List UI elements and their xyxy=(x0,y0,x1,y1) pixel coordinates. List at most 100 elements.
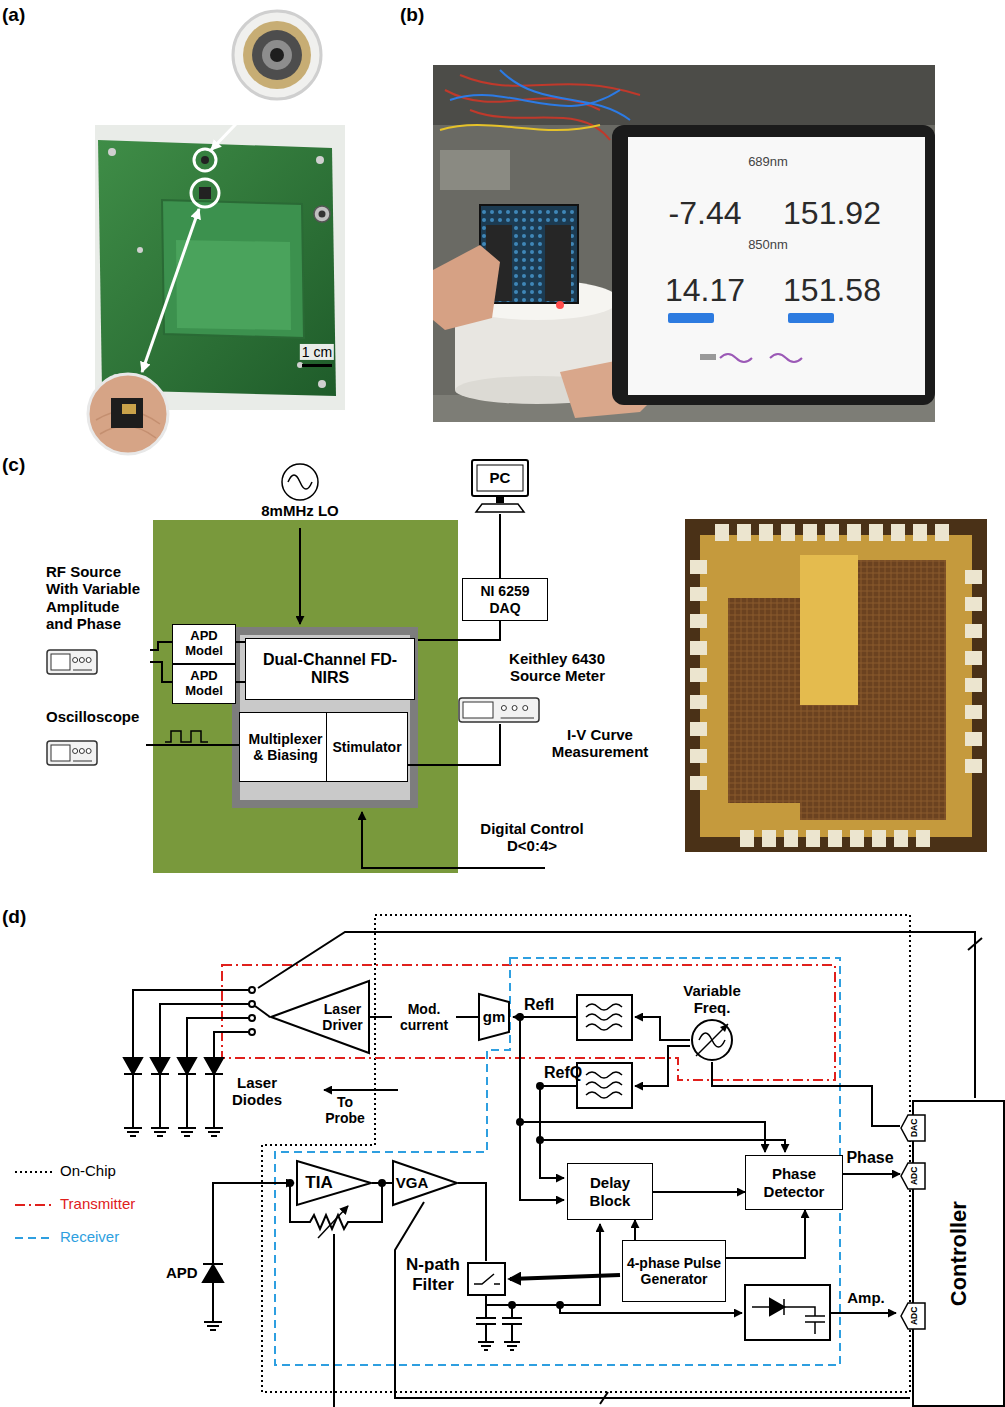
illustration-rect xyxy=(759,524,773,541)
illustration-rect xyxy=(737,524,751,541)
signal-label: To Probe xyxy=(320,1094,370,1126)
connector-line xyxy=(236,681,245,683)
illustration-path xyxy=(395,1202,910,1398)
lab-photo xyxy=(433,65,935,422)
instrument-body xyxy=(459,698,539,722)
illustration-rect xyxy=(825,524,839,541)
illustration-rect xyxy=(847,524,861,541)
illustration-rect xyxy=(850,830,864,847)
illustration-circle xyxy=(262,40,292,70)
model-box: APD Model xyxy=(172,664,236,704)
controller-box: ControllerDACADCADC xyxy=(912,1100,1005,1407)
oscillator: Variable Freq. xyxy=(670,976,754,1062)
illustration-rect xyxy=(965,759,982,773)
instrument-screen xyxy=(463,702,493,718)
node-label: RF Source With Variable Amplitude and Ph… xyxy=(46,563,150,632)
illustration-rect xyxy=(965,705,982,719)
illustration-rect xyxy=(715,524,729,541)
process-box: 4-phase Pulse Generator xyxy=(622,1240,726,1302)
node-label: Delay Block xyxy=(570,1174,650,1209)
illustration-line xyxy=(968,938,982,950)
scale-bar-label: 1 cm xyxy=(300,344,334,360)
process-box: Stimulator xyxy=(326,712,408,782)
connector-line xyxy=(146,744,239,746)
illustration-rect xyxy=(668,313,714,323)
illustration-circle xyxy=(249,1001,255,1007)
illustration-polygon xyxy=(205,1058,223,1074)
connector-line xyxy=(236,641,245,643)
node-label: 4-phase Pulse Generator xyxy=(625,1255,723,1287)
node-label: TIA xyxy=(305,1173,332,1193)
illustration-polygon xyxy=(433,245,500,330)
node-label: NI 6259 DAQ xyxy=(465,583,545,615)
screen-text: 689nm xyxy=(748,155,788,170)
illustration-path xyxy=(520,1017,564,1200)
edge-label: Phase xyxy=(844,1149,895,1167)
illustration-line xyxy=(15,1171,52,1173)
illustration-path xyxy=(540,1140,785,1152)
illustration-path xyxy=(586,1072,622,1098)
connector-line xyxy=(634,1220,636,1240)
illustration-polygon xyxy=(176,240,291,330)
illustration-rect xyxy=(685,519,987,852)
illustration-circle xyxy=(319,211,326,218)
illustration-path xyxy=(512,1224,600,1305)
illustration-rect xyxy=(762,830,776,847)
illustration-line xyxy=(324,1089,398,1091)
process-box: Delay Block xyxy=(567,1163,653,1220)
illustration-circle xyxy=(537,1083,543,1089)
illustration-rect xyxy=(433,65,935,125)
illustration-circle xyxy=(287,1180,293,1186)
node-label: ADC xyxy=(911,1167,921,1185)
instrument-knob xyxy=(73,658,78,663)
node-label: DAC xyxy=(911,1119,921,1137)
source-circle xyxy=(282,464,318,500)
monitor xyxy=(472,460,528,496)
illustration-circle xyxy=(191,179,219,207)
illustration-line xyxy=(318,1206,348,1238)
illustration-rect xyxy=(740,830,754,847)
process-box: Phase Detector xyxy=(745,1155,843,1210)
illustration-path xyxy=(165,731,208,742)
illustration-rect xyxy=(577,1063,632,1108)
variable-arrow xyxy=(696,1024,728,1056)
illustration-circle xyxy=(316,156,324,164)
illustration-path xyxy=(586,1004,622,1030)
illustration-rect xyxy=(800,705,858,820)
part-label: Laser Diodes xyxy=(226,1074,288,1109)
node-label: Multiplexer & Biasing xyxy=(242,731,329,763)
illustration-polygon xyxy=(124,1058,142,1074)
illustration-rect xyxy=(700,354,716,360)
illustration-path xyxy=(124,1073,223,1075)
illustration-rect xyxy=(95,125,345,410)
node-label: 8mMHz LO xyxy=(261,502,339,519)
pcb-photo xyxy=(88,11,345,454)
illustration-path xyxy=(520,1122,765,1152)
instrument-icon xyxy=(458,697,540,723)
legend-label: Transmitter xyxy=(60,1195,135,1212)
legend-label: On-Chip xyxy=(60,1162,116,1179)
illustration-rect xyxy=(935,524,949,541)
illustration-rect xyxy=(828,830,842,847)
panel-label: (a) xyxy=(2,4,25,26)
node-label: APD Model xyxy=(175,629,233,659)
illustration-rect xyxy=(690,776,707,790)
instrument-line xyxy=(501,718,534,719)
illustration-rect xyxy=(858,560,946,820)
instrument: Oscilloscope xyxy=(46,708,146,766)
illustration-rect xyxy=(690,560,707,574)
illustration-polygon xyxy=(178,1058,196,1074)
illustration-rect xyxy=(302,364,332,367)
signal-label: RefI xyxy=(524,996,554,1014)
illustration-path xyxy=(133,1074,214,1128)
instrument-screen xyxy=(51,745,70,761)
instrument-icon xyxy=(46,740,98,766)
illustration-circle xyxy=(517,1014,523,1020)
illustration-rect xyxy=(690,668,707,682)
sine-source-symbol xyxy=(280,462,320,502)
note-label: I-V Curve Measurement xyxy=(545,726,655,761)
illustration-path xyxy=(635,1017,690,1040)
illustration-rect xyxy=(965,732,982,746)
illustration-line xyxy=(255,1006,270,1017)
oscillator: 8mMHz LO xyxy=(235,462,365,528)
